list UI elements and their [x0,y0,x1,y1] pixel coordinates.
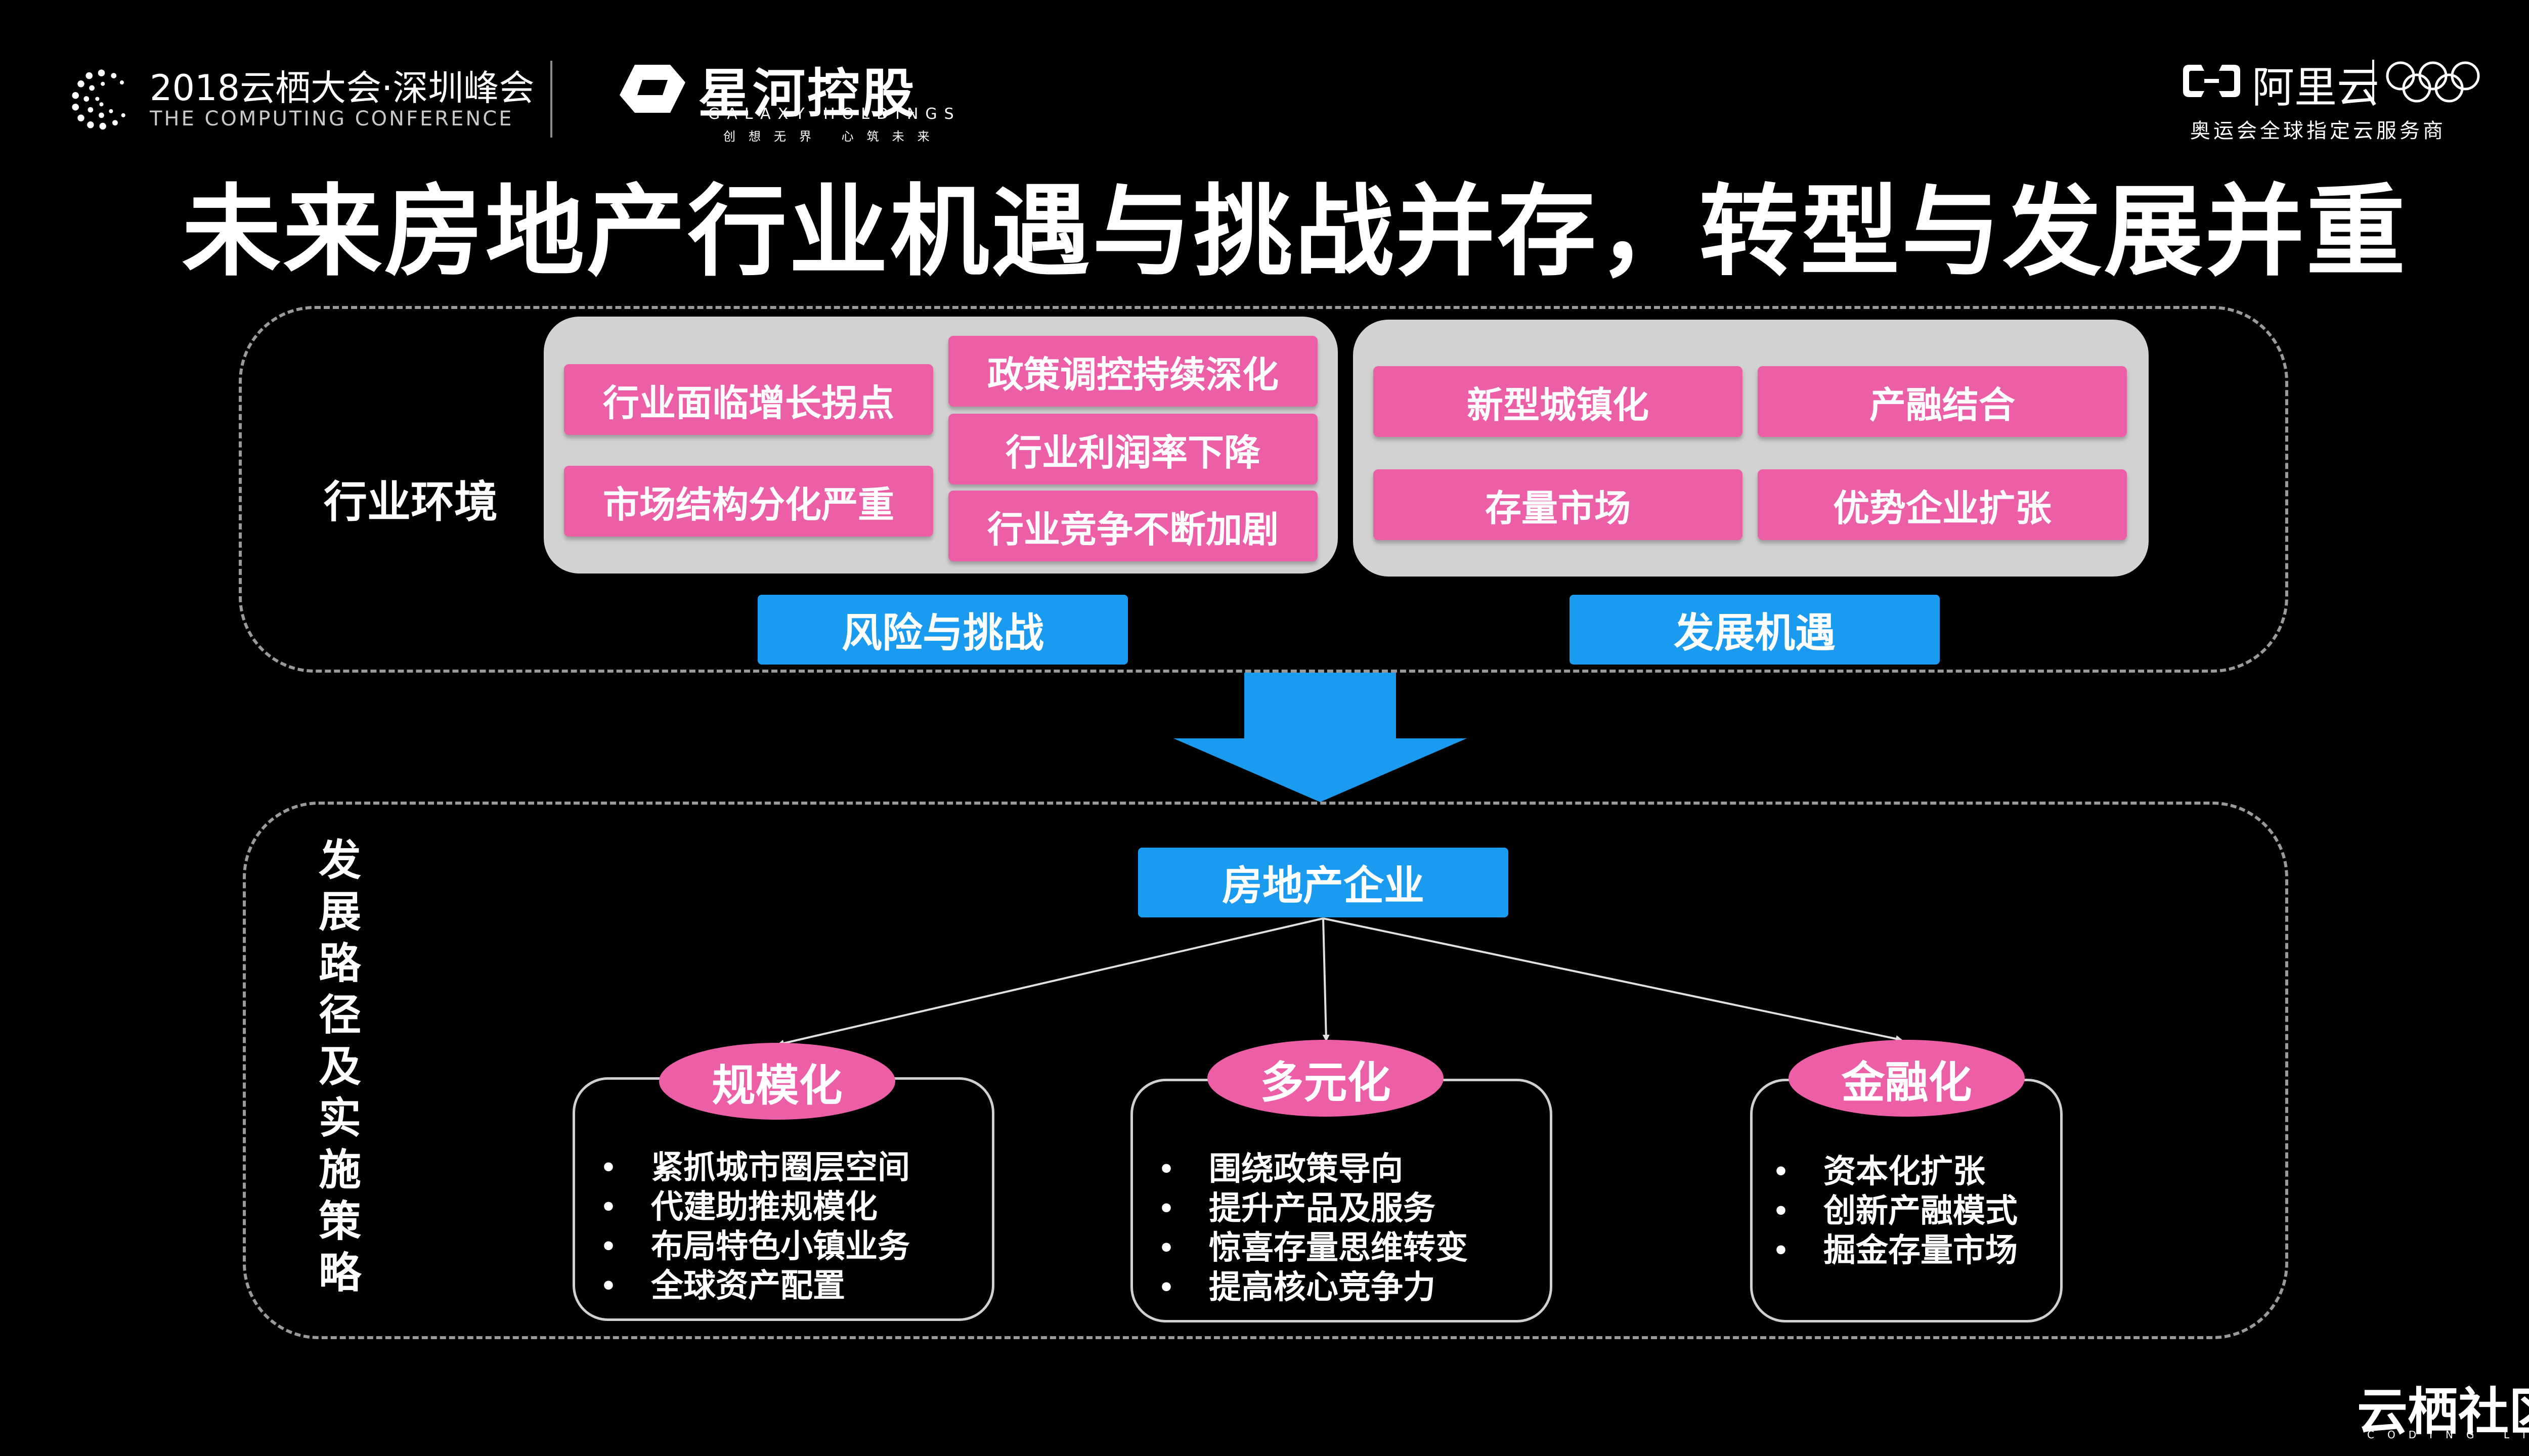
risks-tag: 风险与挑战 [758,595,1128,665]
aliyun-name: 阿里云 [2252,63,2380,112]
risk-item: 行业竞争不断加剧 [948,491,1318,561]
development-path-label: 发展路径及实施策略 [318,835,361,1298]
opportunity-item: 产融结合 [1758,366,2127,437]
header-divider [550,61,552,138]
risk-item: 市场结构分化严重 [564,466,933,537]
risks-group: 行业面临增长拐点 市场结构分化严重 政策调控持续深化 行业利润率下降 行业竞争不… [544,317,1338,573]
industry-environment-label: 行业环境 [324,477,498,527]
opportunities-tag: 发展机遇 [1569,595,1940,665]
galaxy-holdings-logo-icon [620,65,685,113]
industry-environment-panel [239,306,2288,673]
opportunities-group: 新型城镇化 产融结合 存量市场 优势企业扩张 [1353,320,2149,577]
list-item: 围绕政策导向 [1148,1150,1468,1189]
strategy-diversify-title: 多元化 [1207,1040,1444,1117]
opportunity-item: 存量市场 [1373,469,1742,540]
slide-title: 未来房地产行业机遇与挑战并存，转型与发展并重 [182,174,2408,290]
list-item: 布局特色小镇业务 [590,1227,910,1266]
list-item: 代建助推规模化 [590,1187,910,1227]
list-item: 全球资产配置 [590,1266,910,1306]
down-arrow-icon [1173,673,1467,802]
opportunity-item: 新型城镇化 [1373,366,1742,437]
conference-title: 2018云栖大会·深圳峰会 [150,67,535,109]
list-item: 紧抓城市圈层空间 [590,1148,910,1187]
risk-item: 政策调控持续深化 [948,336,1318,407]
strategy-scale-list: 紧抓城市圈层空间 代建助推规模化 布局特色小镇业务 全球资产配置 [590,1148,910,1306]
conference-subtitle: THE COMPUTING CONFERENCE [150,107,514,130]
aliyun-divider [2372,60,2374,103]
list-item: 提高核心竞争力 [1148,1268,1468,1307]
yunqi-community-sub: CODING LIFE [2367,1429,2529,1441]
strategy-scale-title: 规模化 [659,1043,895,1120]
strategy-finance-box: 资本化扩张 创新产融模式 掘金存量市场 [1750,1079,2063,1322]
strategy-diversify-list: 围绕政策导向 提升产品及服务 惊喜存量思维转变 提高核心竞争力 [1148,1150,1468,1307]
galaxy-holdings-slogan: 创想无界 心筑未来 [723,129,943,144]
galaxy-holdings-en: GALAXY HOLDINGS [708,105,961,123]
galaxy-holdings-name: 星河控股 [698,63,917,124]
strategy-finance-title: 金融化 [1789,1040,2025,1117]
aliyun-logo-icon [2183,65,2240,97]
risk-item: 行业利润率下降 [948,414,1318,484]
strategy-finance-list: 资本化扩张 创新产融模式 掘金存量市场 [1763,1152,2018,1270]
list-item: 提升产品及服务 [1148,1189,1468,1228]
real-estate-enterprise-node: 房地产企业 [1138,848,1508,917]
list-item: 惊喜存量思维转变 [1148,1228,1468,1268]
list-item: 创新产融模式 [1763,1192,2018,1231]
aliyun-subtitle: 奥运会全球指定云服务商 [2190,119,2446,143]
strategy-diversify-box: 围绕政策导向 提升产品及服务 惊喜存量思维转变 提高核心竞争力 [1130,1079,1552,1322]
risk-item: 行业面临增长拐点 [564,364,933,435]
list-item: 资本化扩张 [1763,1152,2018,1192]
development-path-panel [243,802,2288,1339]
yunqi-community-logo: 云栖社区 [2357,1382,2529,1441]
olympic-rings-icon [2386,61,2480,103]
yunqi-conference-logo-icon [72,69,125,130]
opportunity-item: 优势企业扩张 [1758,469,2127,540]
list-item: 掘金存量市场 [1763,1231,2018,1270]
